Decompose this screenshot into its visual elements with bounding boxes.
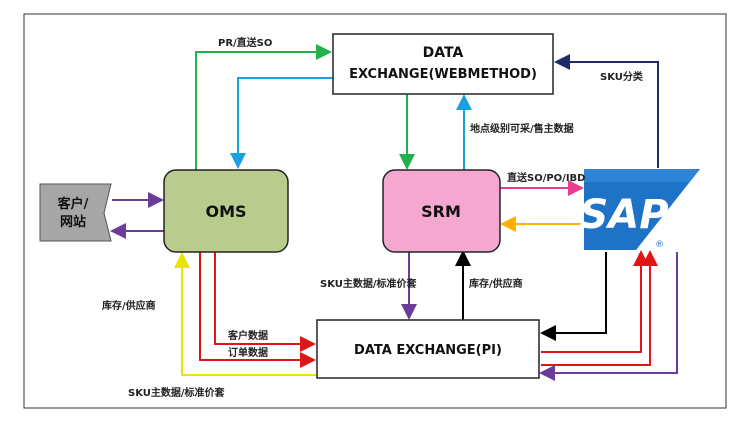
label-site-level: 地点级别可采/售主数据 xyxy=(470,122,574,135)
arrow-pi-to-sap-2 xyxy=(541,250,658,366)
pi-label: DATA EXCHANGE(PI) xyxy=(354,343,502,358)
node-srm xyxy=(382,169,501,253)
sap-registered-mark: ® xyxy=(655,240,664,250)
customer-line2: 网站 xyxy=(60,214,86,230)
arrow-sap-to-webmethod-sku xyxy=(554,54,659,168)
arrow-webmethod-to-oms xyxy=(230,77,333,169)
webmethod-line1: DATA xyxy=(423,45,464,61)
label-sku-category: SKU分类 xyxy=(600,70,643,83)
label-sku-master-srm: SKU主数据/标准价套 xyxy=(320,277,418,290)
label-sku-master-oms: SKU主数据/标准价套 xyxy=(128,386,226,399)
oms-label: OMS xyxy=(205,202,246,221)
srm-label: SRM xyxy=(421,202,461,221)
label-pr-so: PR/直送SO xyxy=(218,36,272,49)
node-customer-website xyxy=(39,183,112,242)
node-data-exchange-webmethod xyxy=(332,33,554,95)
arrow-oms-to-webmethod-pr-so xyxy=(195,44,332,170)
webmethod-line2: EXCHANGE(WEBMETHOD) xyxy=(349,67,537,82)
diagram-frame xyxy=(23,13,727,409)
customer-line1: 客户/ xyxy=(58,196,89,212)
sap-logo: SAP ® xyxy=(579,169,700,250)
sap-label: SAP xyxy=(579,192,668,238)
arrow-sap-to-pi-bottom xyxy=(539,252,678,381)
arrow-sap-to-pi xyxy=(540,252,607,341)
arrow-pi-to-oms-inventory xyxy=(174,252,316,376)
arrow-oms-to-pi-customer xyxy=(214,252,316,352)
node-oms xyxy=(163,169,289,253)
arrow-pi-to-sap-1 xyxy=(541,250,649,353)
node-data-exchange-pi xyxy=(316,319,540,379)
arrow-oms-to-pi-order xyxy=(199,252,316,368)
label-direct-so-po-ibd: 直送SO/PO/IBD xyxy=(507,171,585,184)
label-inventory-oms: 库存/供应商 xyxy=(102,299,156,312)
label-order-data: 订单数据 xyxy=(228,346,268,359)
label-customer-data: 客户数据 xyxy=(227,329,268,342)
label-inventory-srm: 库存/供应商 xyxy=(469,277,523,290)
